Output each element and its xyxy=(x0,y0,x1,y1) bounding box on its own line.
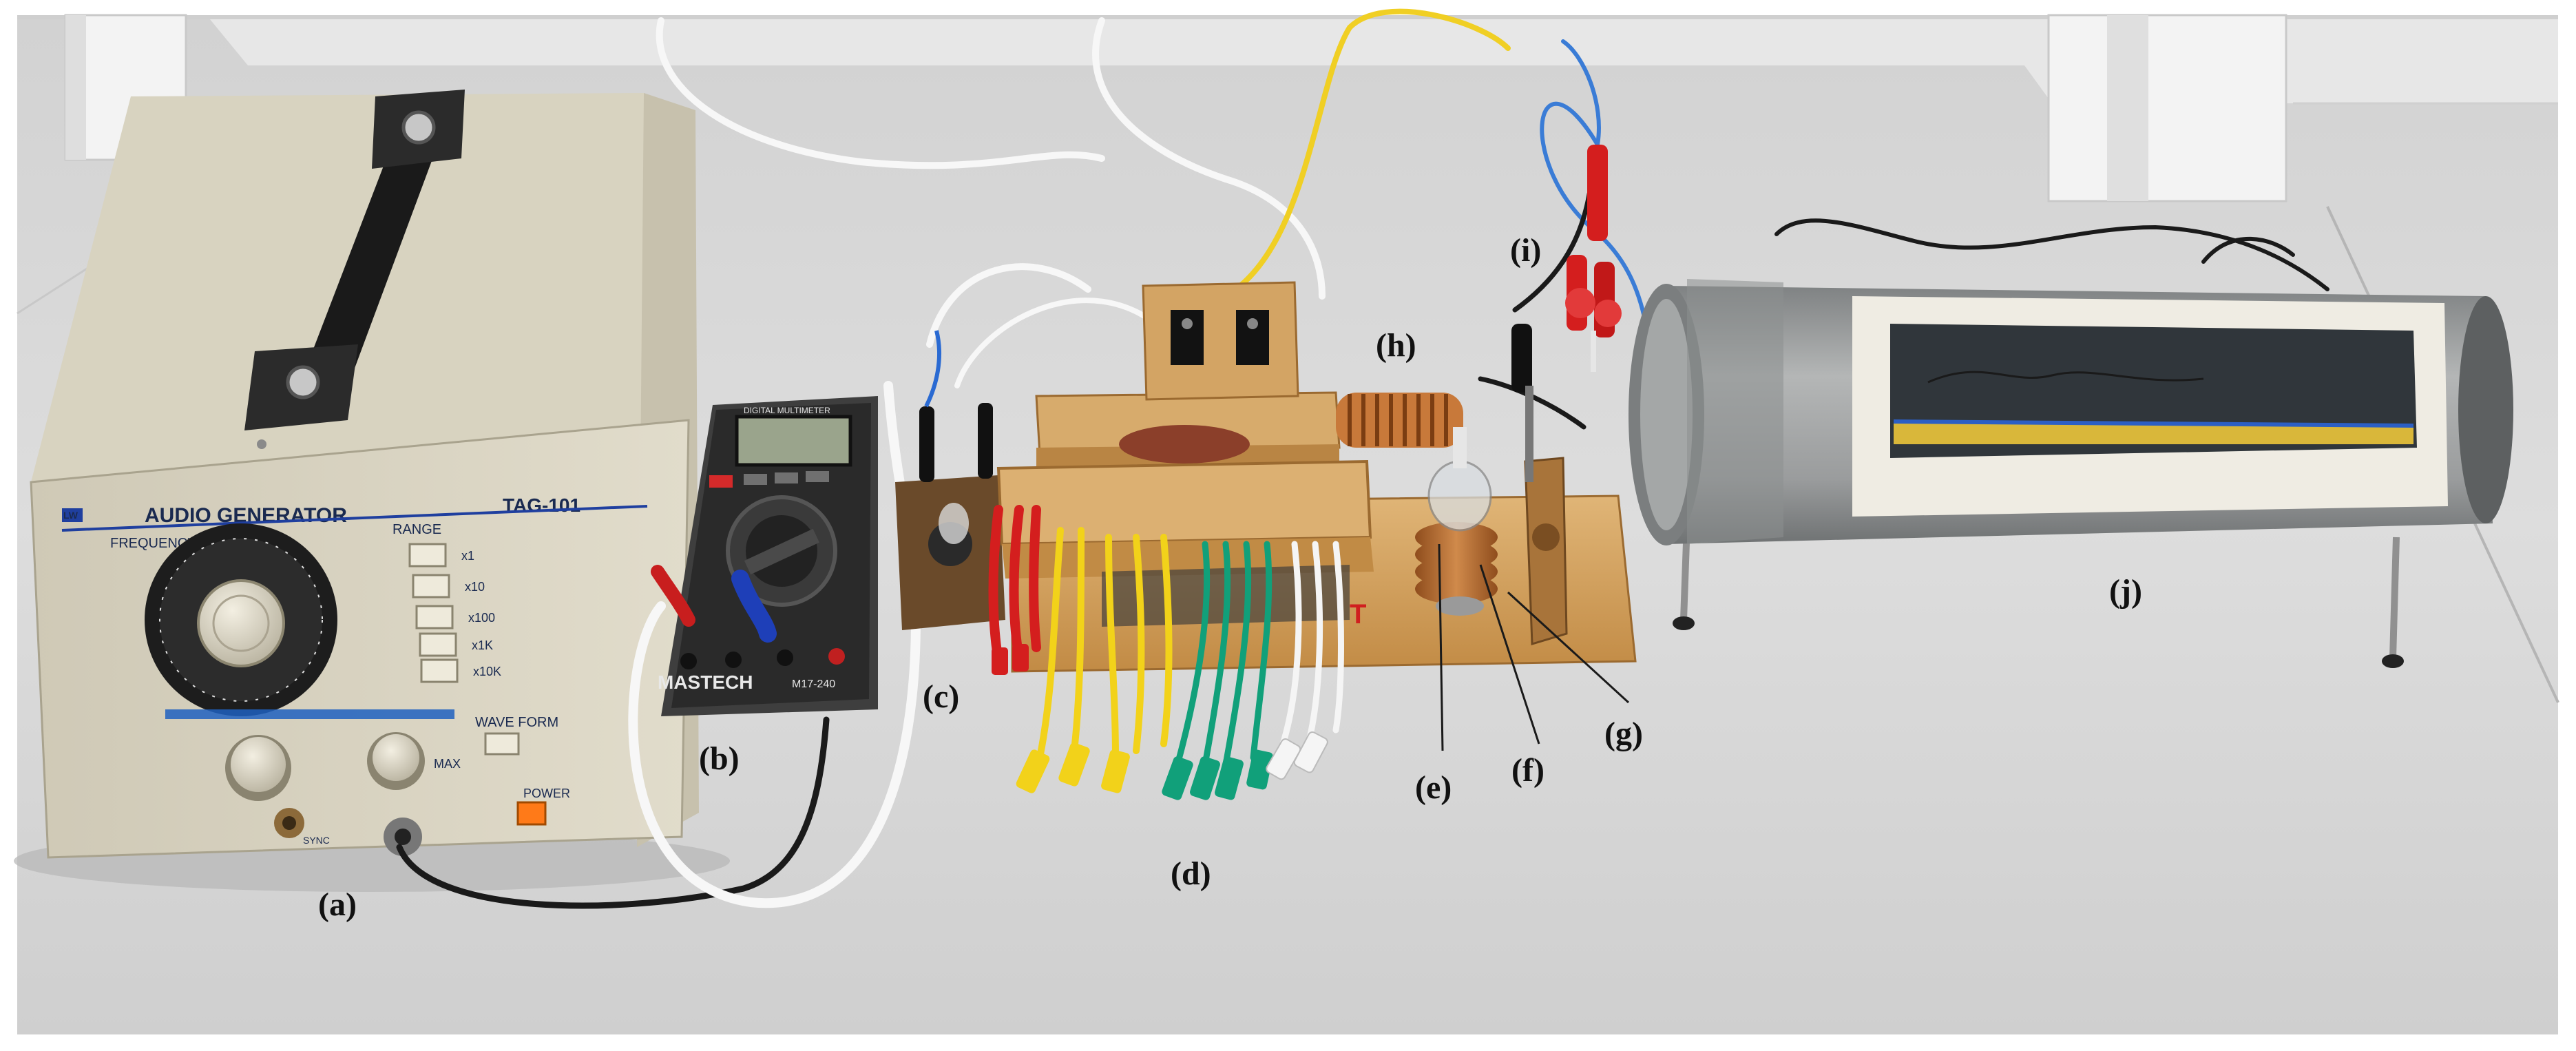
attenuator-knob[interactable] xyxy=(367,732,425,790)
frequency-dial[interactable] xyxy=(145,523,337,716)
range-button-x1k[interactable] xyxy=(419,632,457,657)
label-d: (d) xyxy=(1171,855,1211,892)
range-option-label: x1K xyxy=(472,638,493,652)
spark-gap-assembly xyxy=(1415,324,1568,645)
max-label: MAX xyxy=(434,757,461,771)
frequency-label: FREQUENCY xyxy=(110,536,197,551)
waveform-label: WAVE FORM xyxy=(475,715,558,730)
wall-pillar-right xyxy=(2047,14,2287,202)
range-option-label: x10 xyxy=(465,580,485,594)
range-option-label: x1 xyxy=(461,549,474,563)
clip-leads xyxy=(988,505,1344,768)
range-option-label: x10K xyxy=(473,665,501,678)
bnc-connector-icon xyxy=(274,808,422,856)
range-button-x10k[interactable] xyxy=(420,658,459,683)
audio-generator: LW AUDIO GENERATOR TAG-101 FREQUENCY RAN… xyxy=(14,90,730,892)
label-c: (c) xyxy=(923,678,960,715)
multimeter-header: DIGITAL MULTIMETER xyxy=(744,406,830,415)
label-j: (j) xyxy=(2109,573,2142,610)
multimeter-button[interactable] xyxy=(775,472,798,483)
label-f: (f) xyxy=(1511,752,1544,789)
brand-logo-icon xyxy=(62,508,83,522)
range-option-label: x100 xyxy=(468,611,495,625)
multimeter-red-button[interactable] xyxy=(709,475,733,488)
jack-icon xyxy=(828,648,845,665)
glass-bulb xyxy=(1427,427,1492,616)
copper-coil xyxy=(1415,522,1498,604)
waveform-switch[interactable] xyxy=(484,732,520,756)
range-button-x10[interactable] xyxy=(412,574,450,599)
power-label: POWER xyxy=(523,787,570,800)
alligator-clips xyxy=(992,644,1328,800)
kundt-tube xyxy=(1629,279,2513,668)
generator-brand: LW xyxy=(63,510,78,521)
back-wall xyxy=(17,15,2558,103)
multimeter-display xyxy=(735,415,852,467)
switch-module xyxy=(895,330,1005,630)
label-h: (h) xyxy=(1376,327,1416,364)
jack-icon xyxy=(777,649,793,666)
spring-coil xyxy=(1336,393,1463,448)
range-buttons: x1 x10 x100 x1K x10K xyxy=(408,543,501,683)
carry-handle-icon xyxy=(244,90,465,430)
range-button-x1[interactable] xyxy=(408,543,447,568)
board-marking: T xyxy=(1350,599,1366,629)
label-b: (b) xyxy=(699,740,740,777)
jack-icon xyxy=(725,652,742,668)
label-e: (e) xyxy=(1415,769,1452,806)
range-label: RANGE xyxy=(392,522,441,537)
red-probes xyxy=(1565,145,1622,372)
multimeter-model: M17-240 xyxy=(792,678,835,690)
power-button[interactable] xyxy=(516,801,547,826)
label-g: (g) xyxy=(1604,716,1643,752)
multimeter-rotary-switch[interactable] xyxy=(726,495,837,607)
multimeter-button[interactable] xyxy=(744,474,767,485)
multimeter-brand: MASTECH xyxy=(658,672,753,693)
multimeter-button[interactable] xyxy=(806,471,829,482)
range-button-x100[interactable] xyxy=(415,605,454,629)
label-i: (i) xyxy=(1510,232,1542,269)
digital-multimeter: DIGITAL MULTIMETER MASTECH M17-240 xyxy=(651,396,878,716)
jack-icon xyxy=(680,653,697,669)
callout-lines xyxy=(1438,543,1630,751)
label-a: (a) xyxy=(318,886,357,923)
sync-label: SYNC xyxy=(303,835,330,846)
amplitude-knob[interactable] xyxy=(225,735,291,801)
